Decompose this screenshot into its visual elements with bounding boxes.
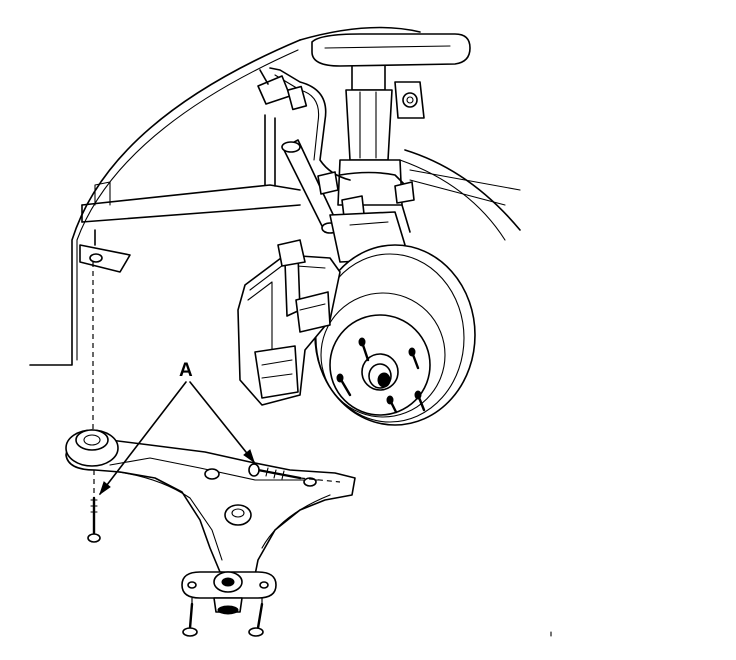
brake-caliper [237,239,341,406]
callout-arrow-left [99,381,187,495]
alignment-guides [92,262,341,604]
ball-joint [181,571,277,615]
strut-assembly [311,33,471,206]
lower-control-arm [65,429,356,576]
callout-a-label: A [179,360,193,381]
stabilizer-link [281,139,339,234]
rear-bushing-bolt [248,463,302,480]
front-bushing-bolt [87,496,101,543]
wheel-stud [408,347,420,370]
brake-hose [257,67,415,233]
wheel-stud [386,395,398,414]
subframe-rail [79,114,521,273]
wheel-stud [414,390,426,412]
wheel-stud [358,337,370,362]
wheel-hub [336,337,426,414]
callout-arrow-right [189,381,255,463]
callout-a: A [99,360,255,496]
wheel-stud [336,373,352,397]
ball-joint-bolt-left [182,602,198,637]
ball-joint-bolt-right [248,602,264,637]
